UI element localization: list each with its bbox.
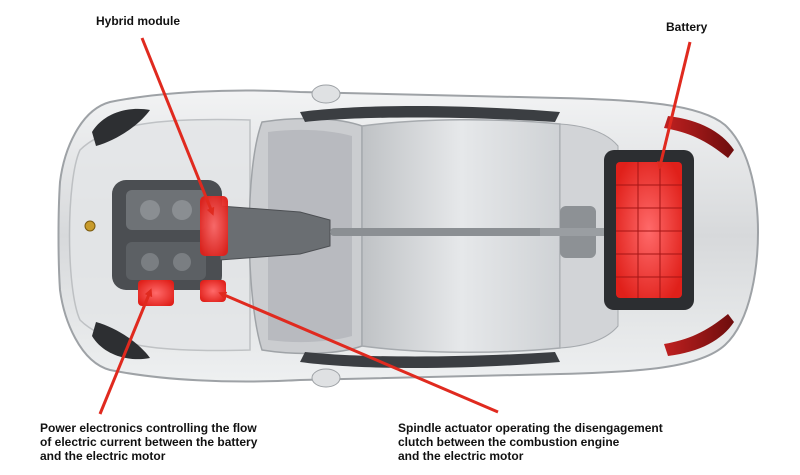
battery-compartment xyxy=(604,150,694,310)
side-window-top xyxy=(300,106,560,122)
power-electronics-pointer xyxy=(98,288,153,415)
spindle-actuator-pointer xyxy=(218,291,499,414)
mirror-bottom xyxy=(311,368,341,388)
power-electronics-highlight xyxy=(138,280,174,306)
spindle-actuator-highlight xyxy=(200,280,226,302)
battery-label: Battery xyxy=(666,20,708,34)
engine-bay xyxy=(112,180,222,290)
mirror-top xyxy=(311,84,341,104)
rear-lamp-top xyxy=(664,116,734,158)
battery-pointer xyxy=(657,41,692,170)
porsche-crest-icon xyxy=(84,220,96,232)
headlight-bottom xyxy=(92,322,150,360)
hybrid-module-pointer xyxy=(140,37,215,216)
hybrid-module-highlight xyxy=(200,196,228,256)
hybrid-module-label: Hybrid module xyxy=(96,14,181,28)
rear-axle xyxy=(540,206,620,258)
drive-shaft xyxy=(330,228,570,236)
headlight-top xyxy=(92,108,150,146)
spindle-actuator-label: Spindle actuator operating the disengage… xyxy=(398,421,663,463)
transmission xyxy=(219,205,331,261)
power-electronics-label: Power electronics controlling the flow o… xyxy=(40,421,258,463)
rear-lamp-bottom xyxy=(664,314,734,356)
